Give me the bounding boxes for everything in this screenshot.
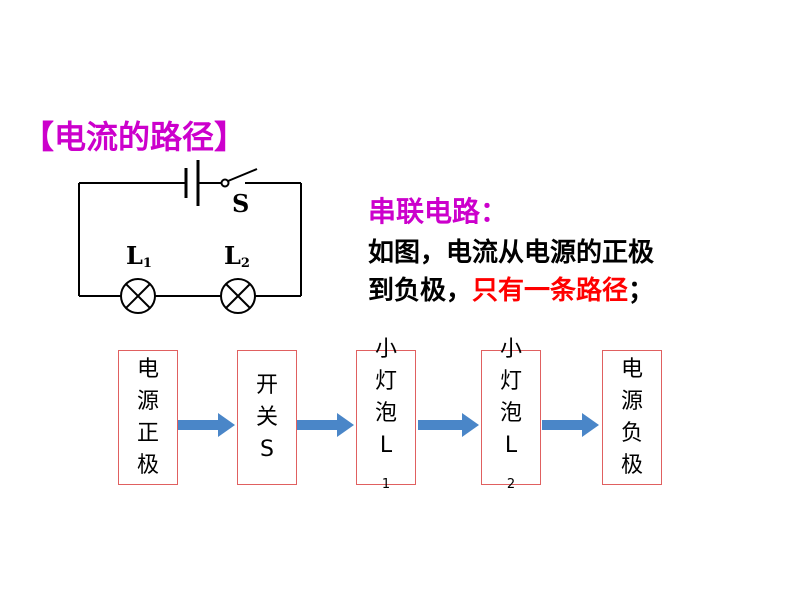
- section-title: 【电流的路径】: [22, 118, 247, 156]
- description-line-1: 如图，电流从电源的正极: [368, 238, 655, 268]
- arrow-right-icon: [178, 413, 235, 437]
- arrow-right-icon: [542, 413, 599, 437]
- flow-box-negative-terminal: 电源负极: [602, 350, 662, 485]
- flow-box-positive-terminal: 电源正极: [118, 350, 178, 485]
- arrow-right-icon: [418, 413, 479, 437]
- switch-blade: [227, 168, 258, 182]
- lamp2-label: L2: [224, 241, 250, 271]
- series-circuit-heading: 串联电路：: [368, 195, 509, 228]
- description-line-2: 到负极，只有一条路径；: [368, 276, 655, 306]
- highlight-one-path: 只有一条路径: [472, 276, 629, 306]
- arrow-right-icon: [297, 413, 354, 437]
- lamp1-label: L1: [126, 241, 152, 271]
- switch-pivot: [220, 178, 230, 188]
- switch-label: S: [232, 189, 250, 218]
